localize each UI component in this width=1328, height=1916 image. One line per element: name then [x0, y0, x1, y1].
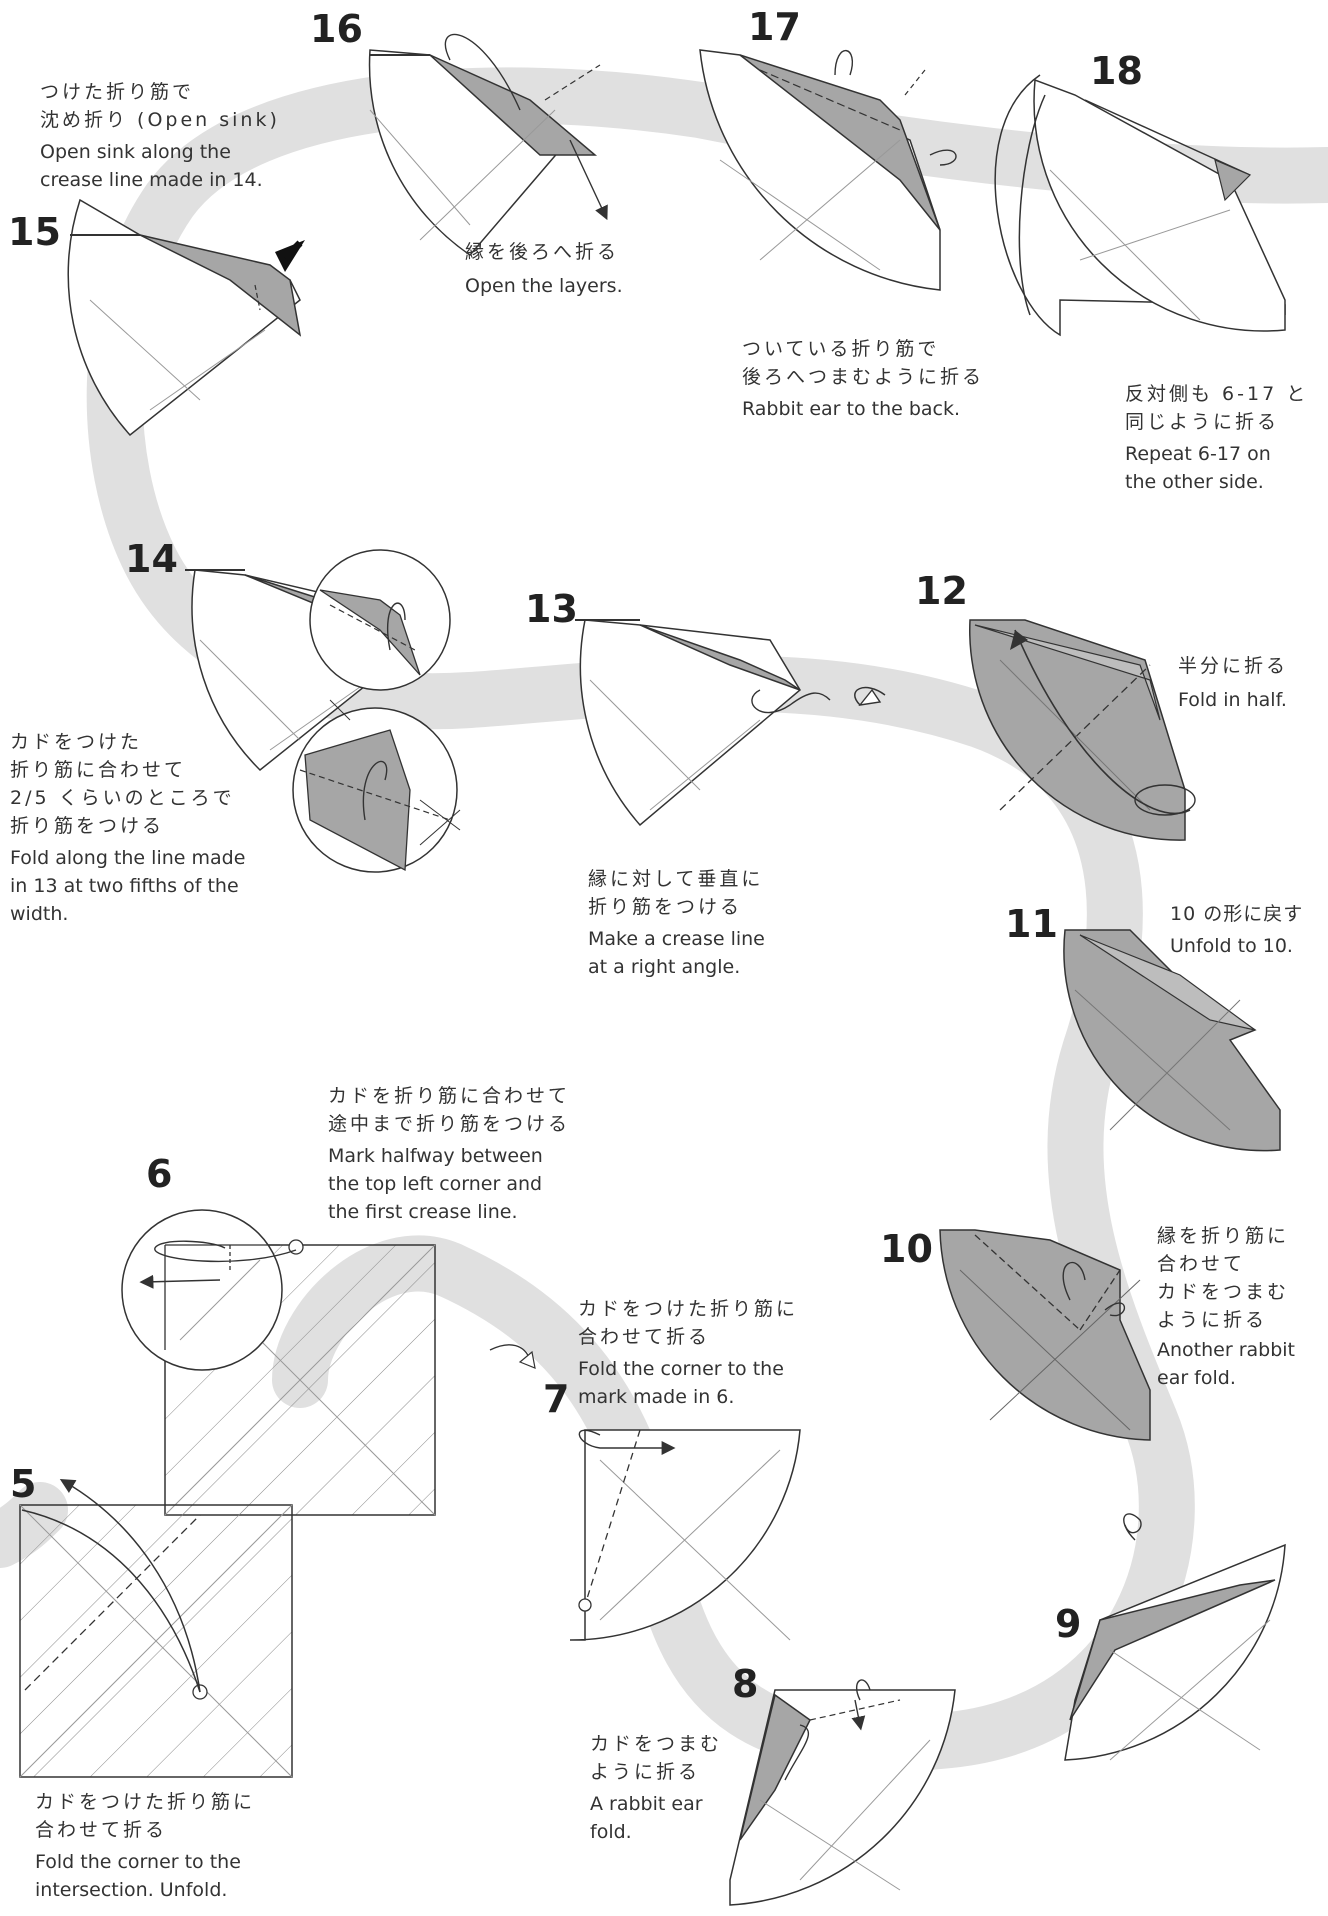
- step-10-jp-line-3: カドをつまむ: [1157, 1281, 1290, 1303]
- step-10-figure: [939, 1229, 1151, 1541]
- step-12-caption: 半分に折る Fold in half.: [1178, 652, 1288, 714]
- step-8-en-line-1: A rabbit ear: [590, 1793, 703, 1815]
- step-18-jp-line-1: 反対側も 6-17 と: [1125, 383, 1309, 405]
- step-13-jp-line-2: 折り筋をつける: [588, 896, 743, 918]
- step-17-jp-line-1: ついている折り筋で: [742, 338, 940, 360]
- step-12-jp-line-1: 半分に折る: [1178, 655, 1289, 677]
- step-18-jp-line-2: 同じように折る: [1125, 411, 1280, 433]
- step-14-en-line-2: in 13 at two fifths of the: [10, 875, 239, 897]
- step-7-jp-line-2: 合わせて折る: [578, 1326, 711, 1348]
- step-14-en-line-1: Fold along the line made: [10, 847, 246, 869]
- step-5-en-line-2: intersection. Unfold.: [35, 1879, 228, 1901]
- step-5-jp-line-1: カドをつけた折り筋に: [35, 1791, 256, 1813]
- step-11-number: 11: [1005, 902, 1058, 946]
- step-13-en-line-1: Make a crease line: [588, 928, 765, 950]
- step-17-caption: ついている折り筋で 後ろへつまむように折る Rabbit ear to the …: [742, 335, 984, 423]
- step-15-en-line-1: Open sink along the: [40, 141, 231, 163]
- step-7-en-line-1: Fold the corner to the: [578, 1358, 784, 1380]
- step-15-figure: [67, 198, 305, 437]
- step-5-number: 5: [10, 1462, 37, 1506]
- step-17-jp-line-2: 後ろへつまむように折る: [742, 366, 985, 388]
- step-17-number: 17: [748, 5, 801, 49]
- step-15-number: 15: [8, 210, 61, 254]
- step-14-en-line-3: width.: [10, 903, 69, 925]
- step-12-figure: [969, 619, 1196, 841]
- step-11-jp-line-1: 10 の形に戻す: [1170, 903, 1304, 925]
- step-16-figure: [368, 33, 608, 256]
- step-7-number: 7: [543, 1377, 570, 1421]
- step-5-figure: [19, 1478, 293, 1778]
- step-8-jp-line-1: カドをつまむ: [590, 1733, 723, 1755]
- step-6-en-line-3: the first crease line.: [328, 1201, 518, 1223]
- step-6-en-line-2: the top left corner and: [328, 1173, 543, 1195]
- step-5-caption: カドをつけた折り筋に 合わせて折る Fold the corner to the…: [35, 1788, 255, 1904]
- step-10-jp-line-1: 縁を折り筋に: [1157, 1225, 1290, 1247]
- step-11-en-line-1: Unfold to 10.: [1170, 935, 1293, 957]
- step-14-figure: [185, 549, 461, 873]
- step-14-jp-line-4: 折り筋をつける: [10, 815, 165, 837]
- step-16-jp-line-1: 縁を後ろへ折る: [465, 241, 620, 263]
- step-10-jp-line-4: ように折る: [1157, 1309, 1268, 1331]
- step-18-caption: 反対側も 6-17 と 同じように折る Repeat 6-17 on the o…: [1125, 380, 1308, 496]
- step-13-number: 13: [525, 587, 578, 631]
- step-13-jp-line-1: 縁に対して垂直に: [588, 868, 764, 890]
- step-15-jp-line-2: 沈め折り (Open sink): [40, 109, 280, 131]
- step-14-jp-line-2: 折り筋に合わせて: [10, 759, 187, 781]
- step-16-en-line-1: Open the layers.: [465, 275, 623, 297]
- step-14-jp-line-3: 2/5 くらいのところで: [10, 787, 235, 809]
- step-7-caption: カドをつけた折り筋に 合わせて折る Fold the corner to the…: [578, 1295, 798, 1411]
- step-17-figure: [699, 49, 957, 291]
- step-14-caption: カドをつけた 折り筋に合わせて 2/5 くらいのところで 折り筋をつける Fol…: [10, 728, 245, 928]
- step-7-figure: [569, 1429, 801, 1641]
- step-18-number: 18: [1090, 49, 1143, 93]
- step-5-jp-line-2: 合わせて折る: [35, 1819, 168, 1841]
- step-8-caption: カドをつまむ ように折る A rabbit ear fold.: [590, 1730, 722, 1846]
- step-5-en-line-1: Fold the corner to the: [35, 1851, 241, 1873]
- step-16-number: 16: [310, 7, 363, 51]
- step-7-jp-line-1: カドをつけた折り筋に: [578, 1298, 799, 1320]
- step-7-en-line-2: mark made in 6.: [578, 1386, 735, 1408]
- step-10-jp-line-2: 合わせて: [1157, 1253, 1246, 1275]
- step-8-jp-line-2: ように折る: [590, 1761, 701, 1783]
- step-11-caption: 10 の形に戻す Unfold to 10.: [1170, 900, 1303, 960]
- step-10-number: 10: [880, 1227, 933, 1271]
- step-17-en-line-1: Rabbit ear to the back.: [742, 398, 961, 420]
- step-16-caption: 縁を後ろへ折る Open the layers.: [465, 238, 623, 300]
- step-18-en-line-1: Repeat 6-17 on: [1125, 443, 1271, 465]
- step-12-en-line-1: Fold in half.: [1178, 689, 1287, 711]
- step-10-en-line-2: ear fold.: [1157, 1367, 1236, 1389]
- step-8-figure: [729, 1679, 956, 1906]
- step-14-jp-line-1: カドをつけた: [10, 731, 143, 753]
- step-9-number: 9: [1055, 1602, 1082, 1646]
- step-6-en-line-1: Mark halfway between: [328, 1145, 543, 1167]
- step-10-en-line-1: Another rabbit: [1157, 1339, 1296, 1361]
- step-6-number: 6: [146, 1152, 173, 1196]
- step-18-en-line-2: the other side.: [1125, 471, 1264, 493]
- step-15-en-line-2: crease line made in 14.: [40, 169, 263, 191]
- step-8-number: 8: [732, 1662, 759, 1706]
- step-15-caption: つけた折り筋で 沈め折り (Open sink) Open sink along…: [40, 78, 280, 194]
- step-13-caption: 縁に対して垂直に 折り筋をつける Make a crease line at a…: [588, 865, 765, 981]
- step-6-jp-line-2: 途中まで折り筋をつける: [328, 1113, 571, 1135]
- step-10-caption: 縁を折り筋に 合わせて カドをつまむ ように折る Another rabbit …: [1157, 1222, 1295, 1392]
- step-15-jp-line-1: つけた折り筋で: [40, 81, 195, 103]
- step-8-en-line-2: fold.: [590, 1821, 632, 1843]
- step-6-figure: [121, 1209, 536, 1516]
- step-13-en-line-2: at a right angle.: [588, 956, 741, 978]
- step-11-figure: [1063, 929, 1281, 1152]
- step-18-figure: [994, 74, 1286, 337]
- step-14-number: 14: [125, 537, 178, 581]
- step-6-caption: カドを折り筋に合わせて 途中まで折り筋をつける Mark halfway bet…: [328, 1082, 570, 1226]
- step-9-figure: [1064, 1543, 1286, 1761]
- step-12-number: 12: [915, 569, 968, 613]
- step-13-figure: [575, 619, 886, 827]
- step-6-jp-line-1: カドを折り筋に合わせて: [328, 1085, 571, 1107]
